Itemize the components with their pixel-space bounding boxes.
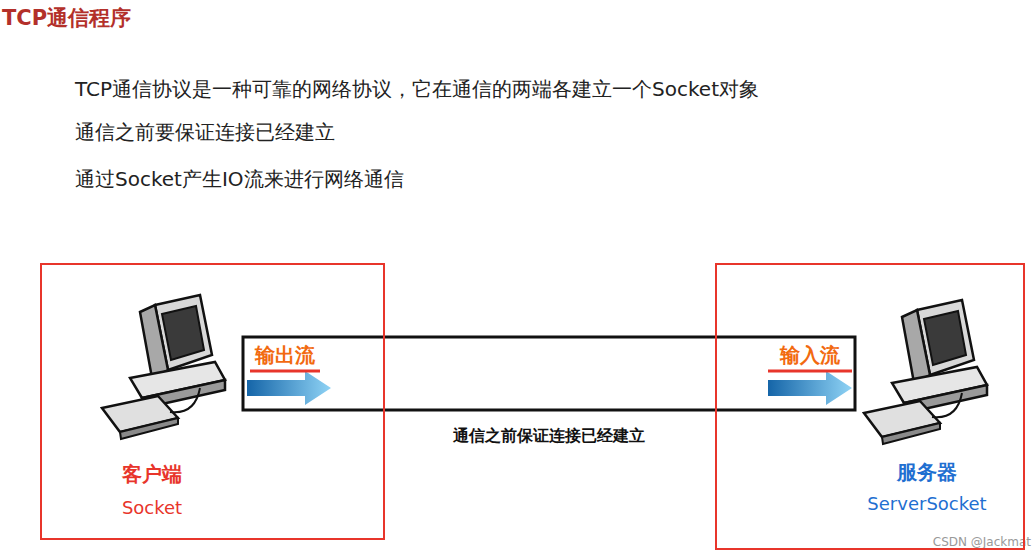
- client-box: 客户端 Socket: [40, 263, 385, 540]
- watermark: CSDN @Jackmat: [933, 535, 1031, 549]
- node-heading: 服务器: [897, 459, 957, 486]
- underline: [250, 370, 320, 373]
- flow-arrow: [768, 371, 852, 405]
- server-computer: [864, 300, 987, 444]
- node-subtitle: ServerSocket: [867, 493, 986, 514]
- body-text: 通过Socket产生IO流来进行网络通信: [75, 166, 404, 193]
- stream-label: 输入流: [780, 342, 840, 369]
- node-heading: 客户端: [122, 461, 182, 488]
- stream-label: 输出流: [255, 342, 315, 369]
- body-text: 通信之前要保证连接已经建立: [75, 119, 335, 146]
- flow-arrow: [247, 371, 331, 405]
- node-subtitle: Socket: [122, 497, 182, 518]
- edge-label: 通信之前保证连接已经建立: [453, 426, 645, 447]
- body-text: TCP通信协议是一种可靠的网络协议，它在通信的两端各建立一个Socket对象: [75, 76, 759, 103]
- client-computer: [102, 295, 225, 439]
- server-box: 服务器 ServerSocket: [715, 263, 1025, 550]
- connection-pipe: [243, 337, 855, 410]
- page-title: TCP通信程序: [2, 4, 131, 32]
- underline: [768, 370, 852, 373]
- pipe-edge: [385, 336, 715, 339]
